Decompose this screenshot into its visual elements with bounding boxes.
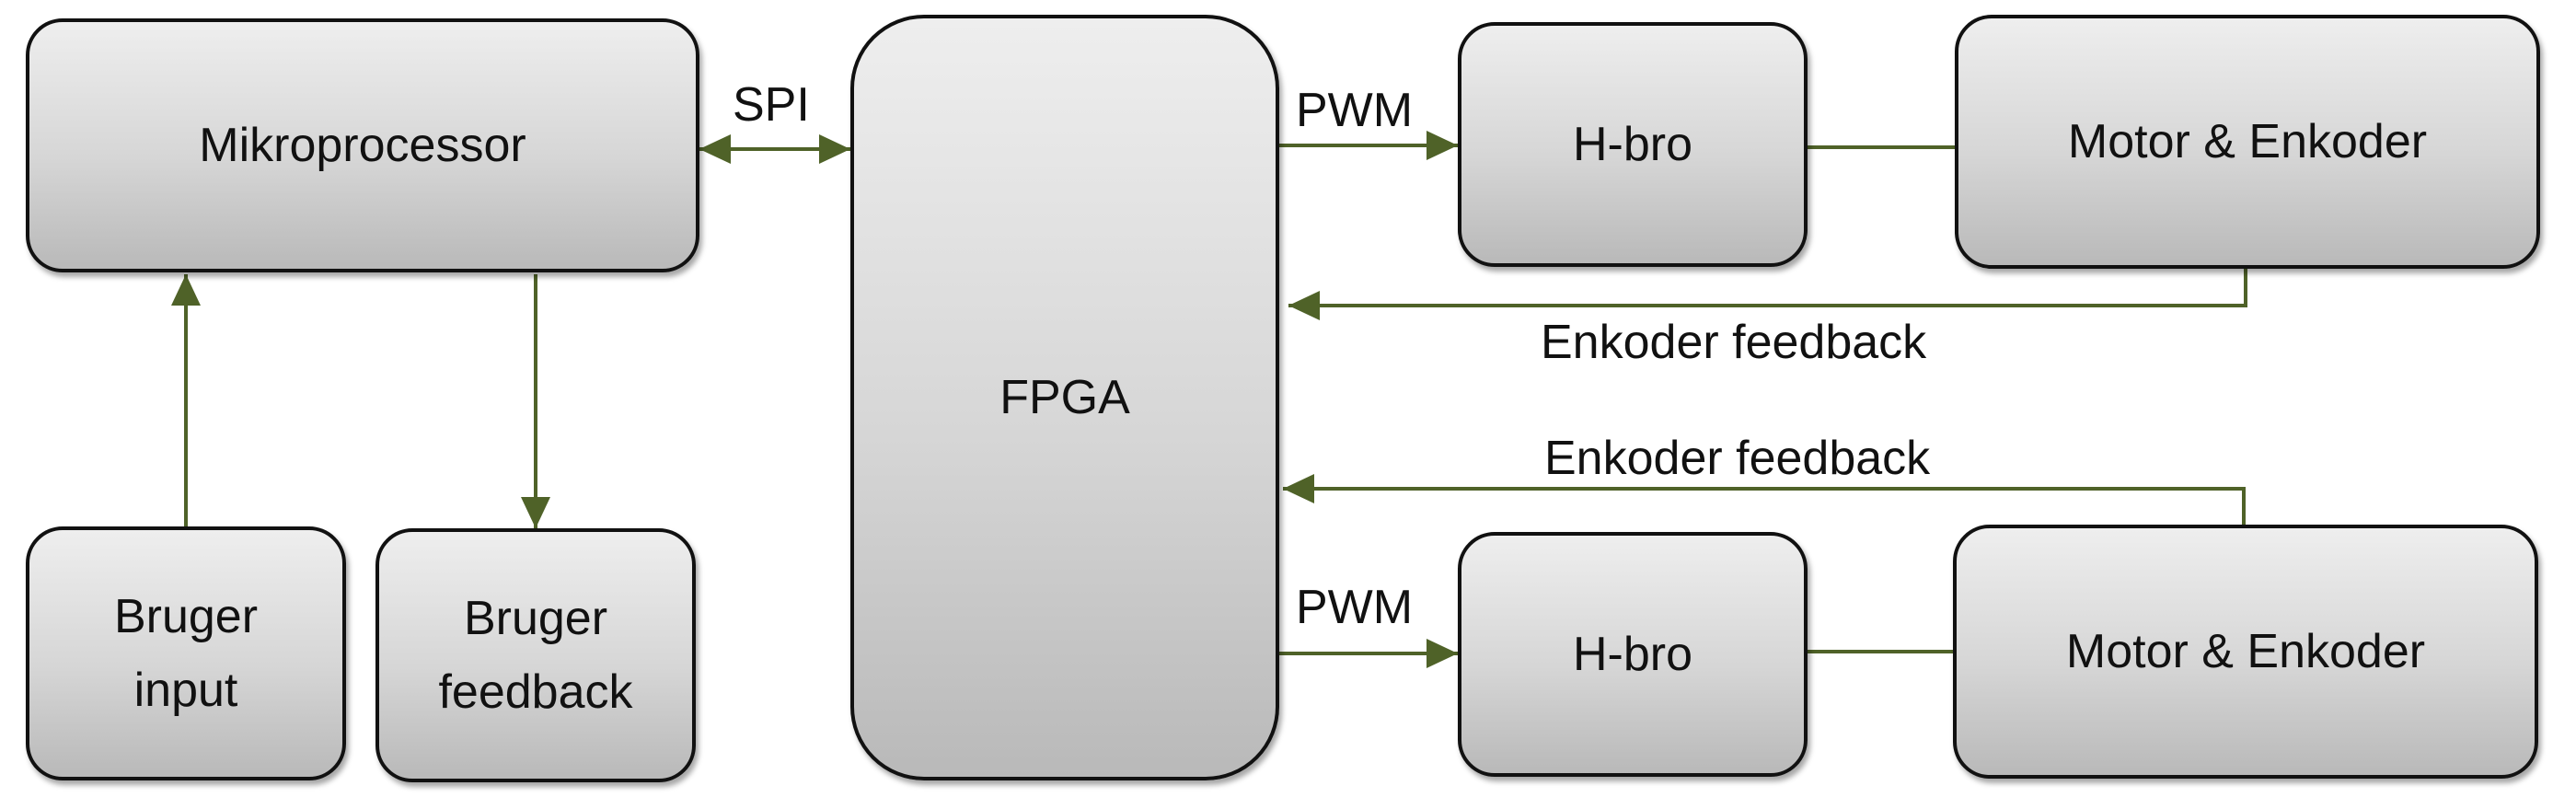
bruger-input-block: Bruger input: [26, 526, 346, 780]
pwm-bottom-label: PWM: [1296, 581, 1414, 634]
motor-enkoder-top-block: Motor & Enkoder: [1955, 15, 2540, 269]
enkoder-feedback-bottom-label: Enkoder feedback: [1544, 432, 1931, 485]
hbro-bottom-block: H-bro: [1458, 532, 1808, 777]
spi-label: SPI: [733, 78, 810, 132]
pwm-top-label: PWM: [1296, 84, 1414, 137]
mikroprocessor-block: Mikroprocessor: [26, 18, 699, 272]
encoder-feedback-bottom-connector: [1283, 474, 2246, 525]
bruger-feedback-block: Bruger feedback: [375, 528, 696, 782]
enkoder-feedback-top-label: Enkoder feedback: [1541, 316, 1927, 369]
fpga-block: FPGA: [850, 15, 1279, 780]
encoder-feedback-top-connector: [1288, 266, 2247, 320]
hbro-top-block: H-bro: [1458, 22, 1808, 267]
motor-enkoder-bottom-block: Motor & Enkoder: [1953, 525, 2538, 779]
